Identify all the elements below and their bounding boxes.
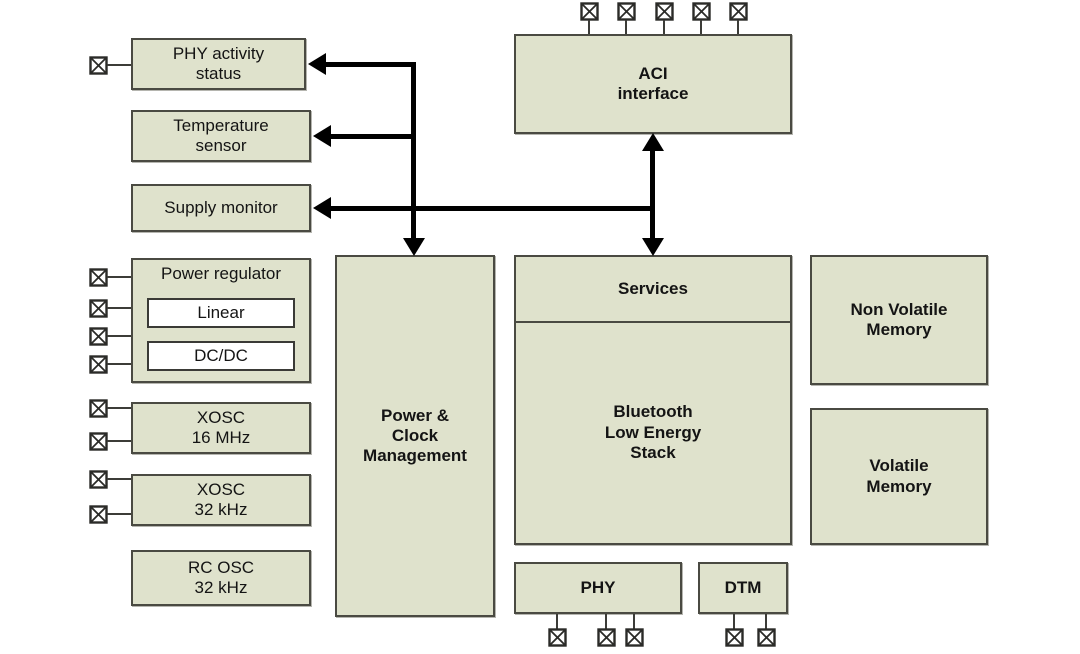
block-rc-osc-32khz[interactable]: RC OSC 32 kHz	[131, 550, 311, 606]
block-supply-monitor[interactable]: Supply monitor	[131, 184, 311, 232]
wire-phy-pad-2	[605, 614, 607, 629]
aci-interface-line2: interface	[617, 84, 689, 103]
pad-power-regulator-1	[89, 268, 108, 287]
block-dtm[interactable]: DTM	[698, 562, 788, 614]
bus-branch-supply-monitor	[331, 206, 653, 211]
block-services-ble-stack[interactable]: Services Bluetooth Low Energy Stack	[514, 255, 792, 545]
block-aci-interface[interactable]: ACI interface	[514, 34, 792, 134]
xosc-32khz-line2: 32 kHz	[194, 500, 248, 519]
dcdc-label: DC/DC	[194, 345, 248, 365]
block-temperature-sensor[interactable]: Temperature sensor	[131, 110, 311, 162]
wire-power-regulator-1	[107, 276, 133, 278]
wire-aci-pad-2	[625, 20, 627, 36]
wire-aci-pad-4	[700, 20, 702, 36]
power-clock-management-line3: Management	[363, 446, 467, 466]
phy-label: PHY	[580, 577, 616, 597]
pad-aci-1	[580, 2, 599, 21]
pad-phy-1	[548, 628, 567, 647]
pad-aci-3	[655, 2, 674, 21]
linear-label: Linear	[197, 302, 245, 322]
pad-xosc-32khz-2	[89, 505, 108, 524]
block-power-clock-management[interactable]: Power & Clock Management	[335, 255, 495, 617]
pad-power-regulator-4	[89, 355, 108, 374]
services-label: Services	[618, 279, 688, 298]
pad-power-regulator-2	[89, 299, 108, 318]
rc-osc-32khz-line1: RC OSC	[187, 557, 255, 577]
pad-aci-5	[729, 2, 748, 21]
block-non-volatile-memory[interactable]: Non Volatile Memory	[810, 255, 988, 385]
wire-phy-activity-pad	[107, 64, 133, 66]
bus-branch-phy-activity	[326, 62, 416, 67]
xosc-16mhz-line1: XOSC	[196, 407, 246, 427]
block-services[interactable]: Services	[516, 257, 790, 323]
xosc-32khz-line1: XOSC	[196, 479, 246, 499]
block-dcdc[interactable]: DC/DC	[147, 341, 295, 371]
ble-stack-line1: Bluetooth	[613, 401, 693, 421]
phy-activity-status-line1: PHY activity	[172, 43, 265, 63]
wire-xosc-16mhz-1	[107, 407, 133, 409]
block-phy-activity-status[interactable]: PHY activity status	[131, 38, 306, 90]
wire-xosc-16mhz-2	[107, 440, 133, 442]
wire-dtm-pad-1	[733, 614, 735, 629]
bus-branch-temperature-sensor	[331, 134, 416, 139]
block-xosc-16mhz[interactable]: XOSC 16 MHz	[131, 402, 311, 454]
volatile-memory-line2: Memory	[866, 476, 932, 496]
wire-dtm-pad-2	[765, 614, 767, 629]
temperature-sensor-line1: Temperature	[173, 115, 269, 135]
power-clock-management-line1: Power &	[380, 405, 450, 425]
arrowhead-aci-interface	[642, 133, 664, 151]
rc-osc-32khz-line2: 32 kHz	[194, 578, 248, 597]
pad-dtm-2	[757, 628, 776, 647]
xosc-16mhz-line2: 16 MHz	[191, 428, 251, 447]
power-regulator-label: Power regulator	[160, 264, 281, 283]
pad-dtm-1	[725, 628, 744, 647]
power-clock-management-line2: Clock	[391, 425, 439, 445]
wire-power-regulator-2	[107, 307, 133, 309]
aci-interface-line1: ACI	[638, 63, 668, 83]
pad-phy-2	[597, 628, 616, 647]
wire-xosc-32khz-2	[107, 513, 133, 515]
non-volatile-memory-line1: Non Volatile	[850, 299, 948, 319]
arrowhead-power-clock-management	[403, 238, 425, 256]
pad-aci-2	[617, 2, 636, 21]
wire-phy-pad-1	[556, 614, 558, 629]
block-xosc-32khz[interactable]: XOSC 32 kHz	[131, 474, 311, 526]
phy-activity-status-line2: status	[195, 64, 242, 83]
wire-power-regulator-3	[107, 335, 133, 337]
non-volatile-memory-line2: Memory	[866, 320, 932, 339]
arrowhead-phy-activity	[308, 53, 326, 75]
arrowhead-supply-monitor	[313, 197, 331, 219]
block-volatile-memory[interactable]: Volatile Memory	[810, 408, 988, 545]
arrowhead-temperature-sensor	[313, 125, 331, 147]
pad-xosc-32khz-1	[89, 470, 108, 489]
wire-aci-pad-5	[737, 20, 739, 36]
supply-monitor-label: Supply monitor	[164, 197, 278, 217]
wire-aci-pad-1	[588, 20, 590, 36]
wire-aci-pad-3	[663, 20, 665, 36]
bus-aci-services-vertical	[650, 142, 655, 246]
volatile-memory-line1: Volatile	[869, 456, 929, 476]
pad-power-regulator-3	[89, 327, 108, 346]
ble-stack-line3: Stack	[630, 443, 676, 463]
ble-stack-line2: Low Energy	[604, 422, 702, 442]
block-phy[interactable]: PHY	[514, 562, 682, 614]
pad-xosc-16mhz-1	[89, 399, 108, 418]
wire-phy-pad-3	[633, 614, 635, 629]
block-linear[interactable]: Linear	[147, 298, 295, 328]
wire-xosc-32khz-1	[107, 478, 133, 480]
arrowhead-services	[642, 238, 664, 256]
dtm-label: DTM	[724, 577, 762, 597]
pad-phy-activity-status	[89, 56, 108, 75]
pad-xosc-16mhz-2	[89, 432, 108, 451]
bus-pcm-trunk-vertical	[411, 62, 416, 247]
temperature-sensor-line2: sensor	[195, 136, 247, 155]
wire-power-regulator-4	[107, 363, 133, 365]
pad-phy-3	[625, 628, 644, 647]
pad-aci-4	[692, 2, 711, 21]
block-ble-stack[interactable]: Bluetooth Low Energy Stack	[516, 323, 790, 543]
